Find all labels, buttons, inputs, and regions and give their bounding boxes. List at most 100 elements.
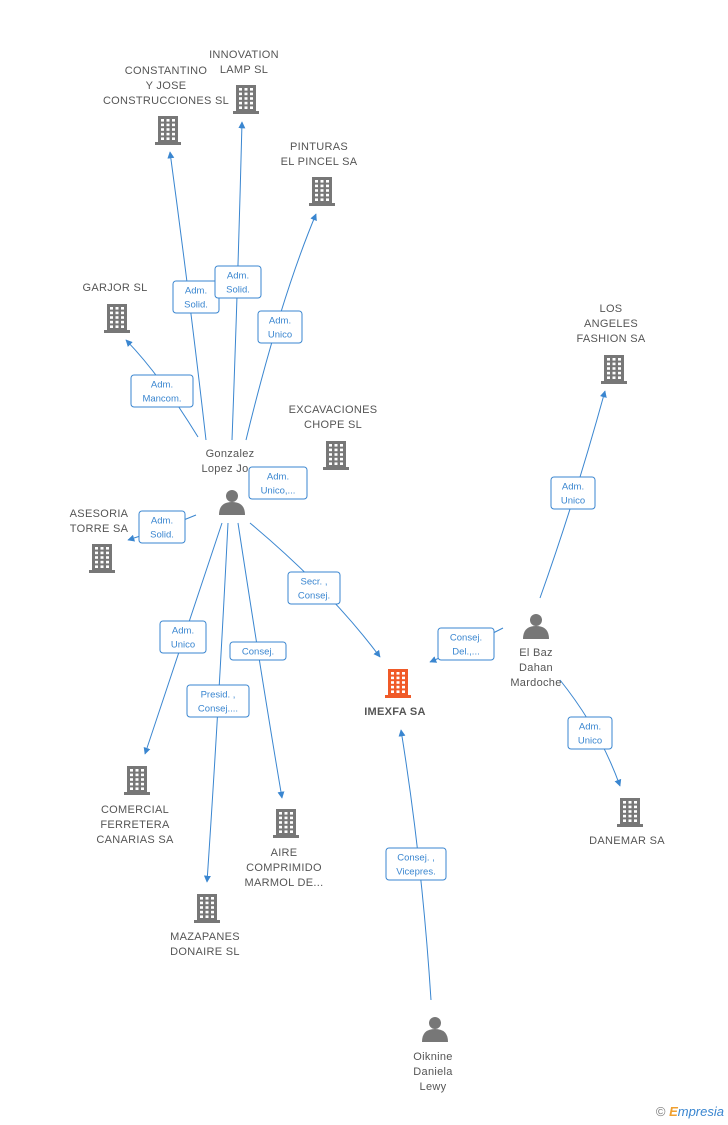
footer-brand: © Empresia: [656, 1104, 724, 1119]
node-label-line: MAZAPANES: [170, 931, 240, 943]
node-comercial[interactable]: COMERCIAL FERRETERA CANARIAS SA: [96, 766, 174, 846]
node-excavaciones[interactable]: EXCAVACIONES CHOPE SL: [289, 404, 378, 470]
relation-text: Consej....: [198, 704, 238, 715]
relation-label-asesoria[interactable]: Adm. Solid.: [138, 510, 186, 544]
relation-box: [214, 265, 262, 299]
relation-label-imexfa-elbaz[interactable]: Consej.Del.,...: [437, 627, 495, 661]
relation-text: Vicepres.: [396, 867, 435, 878]
building-icon: [89, 544, 115, 573]
node-label-line: Lopez Jo...: [201, 463, 258, 475]
node-label-line: COMERCIAL: [101, 804, 169, 816]
node-label-line: El Baz: [519, 647, 553, 659]
relation-box: [248, 466, 308, 500]
relation-text: Solid.: [226, 285, 250, 296]
person-icon: [523, 614, 549, 639]
relation-label-los-angeles[interactable]: Adm.Unico: [550, 476, 596, 510]
relation-label-garjor[interactable]: Adm.Mancom.: [130, 374, 194, 408]
relation-box: [287, 571, 341, 605]
node-label-line: EL PINCEL SA: [281, 156, 358, 168]
node-label-line: Mardoche: [510, 677, 561, 689]
node-label-line: Dahan: [519, 662, 553, 674]
building-icon: [155, 116, 181, 145]
relation-box: [437, 627, 495, 661]
node-label-line: CANARIAS SA: [96, 834, 174, 846]
building-icon: [124, 766, 150, 795]
relation-text: Adm.: [185, 286, 207, 297]
node-aire[interactable]: AIRE COMPRIMIDO MARMOL DE...: [245, 809, 324, 889]
node-label-line: GARJOR SL: [82, 282, 147, 294]
node-label-line: EXCAVACIONES: [289, 404, 378, 416]
relation-text: Adm.: [172, 626, 194, 637]
relation-label-constantino[interactable]: Adm. Solid.: [172, 280, 220, 314]
node-label-line: Lewy: [420, 1081, 447, 1093]
relation-label-aire[interactable]: Consej.: [229, 641, 287, 661]
person-icon: [219, 490, 245, 515]
relation-label-imexfa-gonzalez[interactable]: Secr. , Consej.: [287, 571, 341, 605]
relation-box: [550, 476, 596, 510]
relation-text: Adm.: [151, 516, 173, 527]
relation-box: [567, 716, 613, 750]
building-icon: [233, 85, 259, 114]
relation-text: Consej.: [242, 647, 274, 658]
building-icon: [104, 304, 130, 333]
brand-mark: E: [669, 1104, 678, 1119]
relation-text: Adm.: [562, 482, 584, 493]
node-label-line: MARMOL DE...: [245, 877, 324, 889]
building-icon: [309, 177, 335, 206]
node-imexfa[interactable]: IMEXFA SA: [364, 669, 426, 718]
relation-label-comercial[interactable]: Adm. Unico: [159, 620, 207, 654]
node-label-line: DANEMAR SA: [589, 835, 665, 847]
relation-text: Presid. ,: [201, 690, 236, 701]
building-icon: [385, 669, 411, 698]
node-garjor[interactable]: GARJOR SL: [82, 282, 147, 333]
node-label-line: Daniela: [413, 1066, 453, 1078]
relation-label-mazapanes[interactable]: Presid. , Consej....: [186, 684, 250, 718]
node-mazapanes[interactable]: MAZAPANES DONAIRE SL: [170, 894, 240, 958]
relation-text: Adm.: [227, 271, 249, 282]
edge-aire: [237, 522, 285, 799]
node-label-line: LAMP SL: [220, 64, 268, 76]
relation-box: [186, 684, 250, 718]
node-label-line: FERRETERA: [100, 819, 170, 831]
brand-name: mpresia: [677, 1104, 724, 1119]
relation-text: Solid.: [150, 530, 174, 541]
node-label-line: TORRE SA: [70, 523, 129, 535]
node-label-line: FASHION SA: [576, 333, 645, 345]
node-danemar[interactable]: DANEMAR SA: [589, 798, 665, 847]
relation-text: Adm.: [579, 722, 601, 733]
node-label-line: DONAIRE SL: [170, 946, 240, 958]
node-label-line: PINTURAS: [290, 141, 348, 153]
relation-text: Unico: [171, 640, 195, 651]
building-icon: [194, 894, 220, 923]
node-label-line: COMPRIMIDO: [246, 862, 322, 874]
person-icon: [422, 1017, 448, 1042]
relation-label-danemar[interactable]: Adm. Unico: [567, 716, 613, 750]
relation-text: Mancom.: [142, 394, 181, 405]
relation-text: Adm.: [267, 472, 289, 483]
relation-label-pinturas[interactable]: Adm.Unico: [257, 310, 303, 344]
node-pinturas[interactable]: PINTURAS EL PINCEL SA: [281, 141, 358, 206]
relation-label-imexfa-oiknine[interactable]: Consej. , Vicepres.: [385, 847, 447, 881]
node-label-line: IMEXFA SA: [364, 706, 426, 718]
building-icon: [273, 809, 299, 838]
node-label-line: Gonzalez: [206, 448, 255, 460]
relation-text: Unico: [578, 736, 602, 747]
relation-box: [229, 641, 287, 661]
node-label-line: CONSTRUCCIONES SL: [103, 95, 229, 107]
relation-text: Secr. ,: [301, 577, 328, 588]
relation-text: Consej.: [298, 591, 330, 602]
node-label-line: CHOPE SL: [304, 419, 362, 431]
relation-text: Consej. ,: [397, 853, 435, 864]
relation-label-excavaciones[interactable]: Adm.Unico,...: [248, 466, 308, 500]
relation-text: Solid.: [184, 300, 208, 311]
node-label-line: CONSTANTINO: [125, 65, 208, 77]
relation-label-innovation[interactable]: Adm. Solid.: [214, 265, 262, 299]
node-label-line: AIRE: [271, 847, 298, 859]
